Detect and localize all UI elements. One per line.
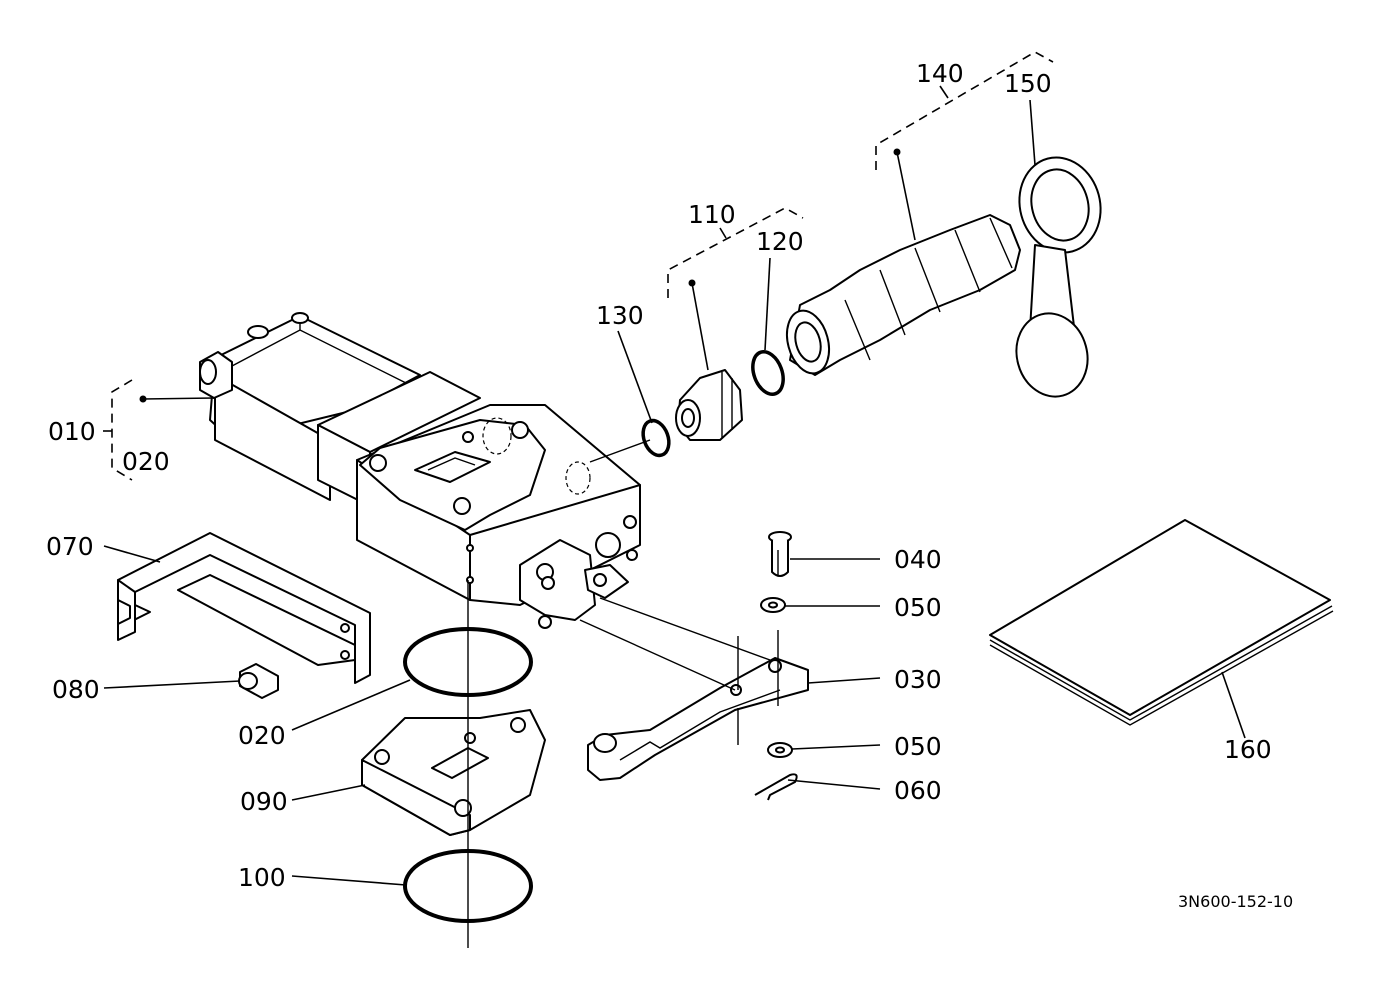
- callout-140: 140: [916, 59, 964, 88]
- callout-120: 120: [756, 227, 804, 256]
- callout-050-lower: 050: [894, 732, 942, 761]
- callout-080: 080: [52, 675, 100, 704]
- leader-lines: [103, 99, 1246, 886]
- callout-020-upper: 020: [122, 447, 170, 476]
- callout-100: 100: [238, 863, 286, 892]
- callout-040: 040: [894, 545, 942, 574]
- callout-020-lower: 020: [238, 721, 286, 750]
- cover-plate-090: [361, 709, 546, 836]
- bolt-080: [238, 663, 279, 699]
- o-ring-130: [641, 418, 671, 458]
- valve-assembly: [199, 312, 641, 629]
- callout-110: 110: [688, 200, 736, 229]
- pin-040: [768, 531, 792, 577]
- mounting-bracket-070: [117, 532, 371, 684]
- manual-160: [989, 519, 1334, 726]
- dust-cap-150: [1015, 156, 1102, 398]
- assembly-bracket-010: [111, 379, 133, 481]
- callout-060: 060: [894, 776, 942, 805]
- callout-010: 010: [48, 417, 96, 446]
- callout-030: 030: [894, 665, 942, 694]
- callout-130: 130: [596, 301, 644, 330]
- callout-150: 150: [1004, 69, 1052, 98]
- o-ring-120: [751, 350, 785, 396]
- drawing-number: 3N600-152-10: [1178, 892, 1293, 911]
- callout-160: 160: [1224, 735, 1272, 764]
- assembly-bracket-110: [667, 207, 804, 298]
- adapter-110: [675, 369, 743, 441]
- lever-030: [587, 630, 809, 781]
- quick-coupler-140: [785, 214, 1021, 376]
- callout-090: 090: [240, 787, 288, 816]
- clip-060: [754, 773, 798, 801]
- callout-070: 070: [46, 532, 94, 561]
- callout-050-upper: 050: [894, 593, 942, 622]
